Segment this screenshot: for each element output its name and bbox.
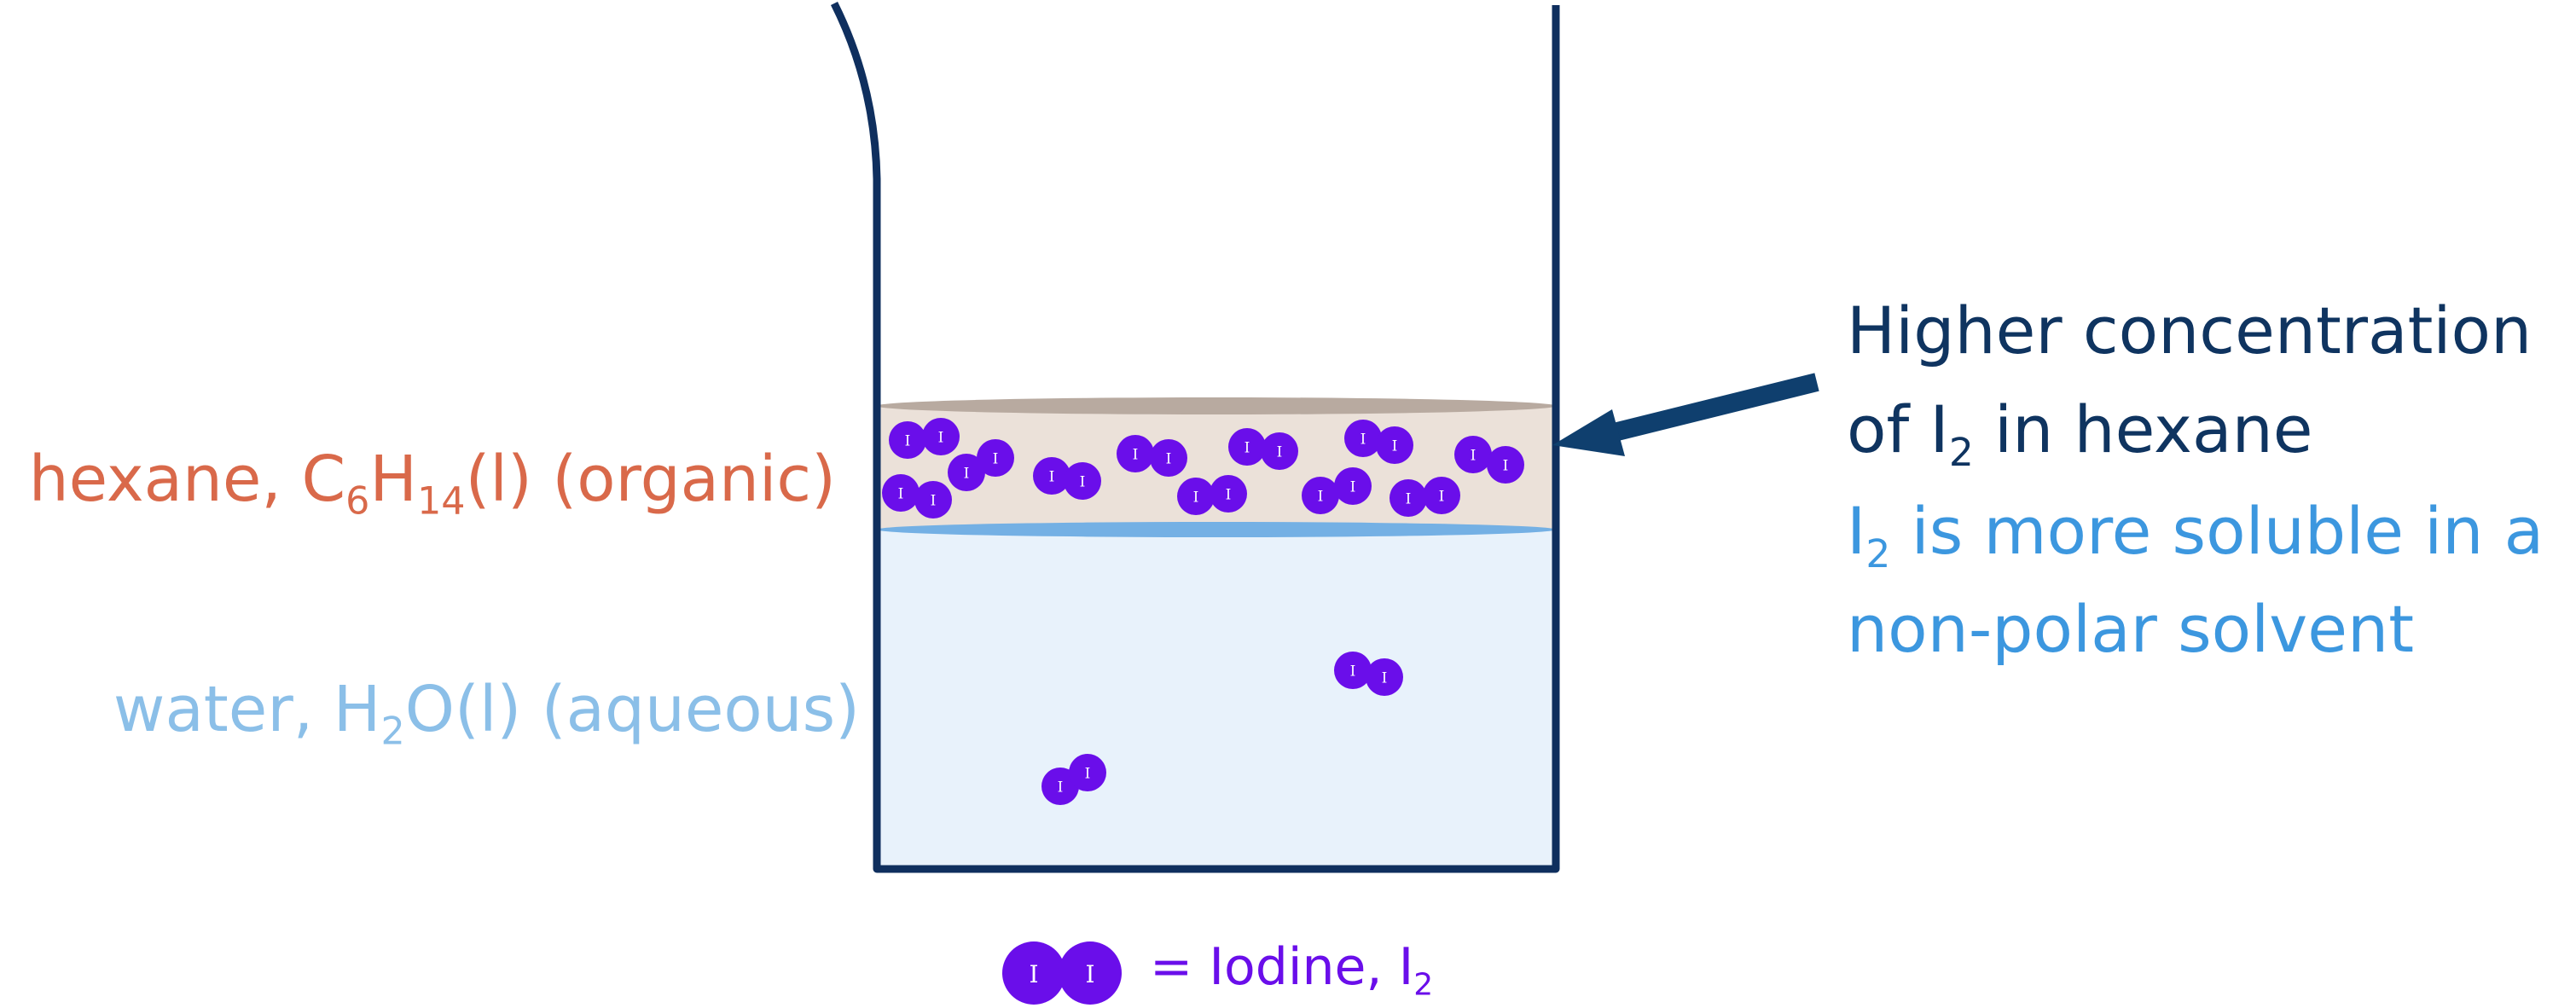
- iodine-atom: [1210, 475, 1247, 513]
- liquid-interface: [877, 522, 1556, 537]
- pointer-arrow-shaft: [1601, 373, 1819, 444]
- iodine-atom: [1150, 439, 1187, 477]
- callout-line-3: I2 is more soluble in a: [1847, 493, 2544, 576]
- iodine-atom: [882, 474, 920, 512]
- iodine-atom-label: I: [1058, 779, 1064, 797]
- iodine-atom: [914, 481, 952, 518]
- iodine-atom-label: I: [1439, 489, 1445, 506]
- iodine-atom: [1228, 428, 1266, 466]
- iodine-atom-label: I: [1471, 448, 1477, 465]
- iodine-atom-label: I: [898, 486, 904, 503]
- iodine-atom: [1177, 478, 1215, 515]
- iodine-atom: [1390, 479, 1427, 517]
- iodine-atom: [948, 454, 985, 491]
- iodine-atom: [1334, 652, 1372, 689]
- iodine-atom: [1002, 941, 1065, 1005]
- hexane-iodine-molecule: II: [1302, 467, 1372, 514]
- iodine-atom-label: I: [1029, 960, 1038, 988]
- iodine-atom: [1366, 658, 1403, 696]
- water-layer-label: water, H2O(l) (aqueous): [113, 673, 860, 754]
- iodine-atom: [1059, 941, 1122, 1005]
- iodine-atom-label: I: [1080, 474, 1086, 491]
- iodine-atom-label: I: [1085, 766, 1091, 783]
- iodine-atom-label: I: [1085, 960, 1094, 988]
- iodine-atom: [1261, 432, 1298, 470]
- iodine-atom-label: I: [964, 466, 970, 483]
- hexane-iodine-molecule: II: [948, 439, 1014, 491]
- iodine-atom-label: I: [1503, 458, 1509, 475]
- iodine-atom: [1302, 477, 1339, 514]
- iodine-atom-label: I: [938, 430, 944, 447]
- iodine-atom: [1423, 477, 1460, 514]
- iodine-atom: [1454, 436, 1492, 473]
- iodine-key-label: = Iodine, I2: [1150, 937, 1434, 1003]
- iodine-atom: [1117, 435, 1154, 472]
- iodine-atom: [977, 439, 1014, 477]
- iodine-atom: [1064, 462, 1101, 500]
- iodine-atom-label: I: [1133, 447, 1139, 464]
- callout-line-4: non-polar solvent: [1847, 591, 2414, 667]
- iodine-atom-label: I: [1382, 670, 1388, 687]
- iodine-atom-label: I: [1350, 479, 1356, 496]
- hexane-surface: [877, 397, 1556, 414]
- iodine-atom-label: I: [1244, 440, 1250, 457]
- iodine-atom-label: I: [1166, 451, 1172, 468]
- iodine-atom-label: I: [931, 493, 937, 510]
- iodine-atom: [922, 418, 960, 455]
- iodine-atom: [1376, 426, 1413, 464]
- callout-line-2: of I2 in hexane: [1847, 391, 2313, 475]
- iodine-atom-label: I: [905, 433, 911, 450]
- iodine-atom-label: I: [1277, 444, 1283, 461]
- water-layer: [877, 529, 1557, 867]
- iodine-atom-label: I: [1226, 487, 1232, 504]
- beaker-outline: [830, 1, 1560, 873]
- hexane-layer-label: hexane, C6H14(l) (organic): [28, 443, 836, 524]
- iodine-atom: [1033, 457, 1070, 495]
- iodine-atom-label: I: [1406, 491, 1412, 508]
- iodine-atom: [1344, 420, 1382, 457]
- iodine-atom-label: I: [1049, 469, 1055, 486]
- iodine-atom-label: I: [993, 451, 999, 468]
- iodine-atom: [1069, 754, 1106, 791]
- iodine-atom-label: I: [1392, 438, 1398, 455]
- iodine-atom-label: I: [1318, 489, 1324, 506]
- iodine-atom-label: I: [1350, 663, 1356, 681]
- iodine-atom-label: I: [1361, 432, 1366, 449]
- callout-line-1: Higher concentration: [1847, 293, 2532, 368]
- water-iodine-molecule: II: [1041, 754, 1106, 805]
- iodine-atom: [1334, 467, 1372, 505]
- pointer-arrow-head: [1552, 409, 1625, 456]
- iodine-atom: [889, 421, 926, 459]
- hexane-iodine-molecule: II: [1454, 436, 1524, 484]
- iodine-atom-label: I: [1193, 490, 1199, 507]
- iodine-atom: [1487, 446, 1524, 484]
